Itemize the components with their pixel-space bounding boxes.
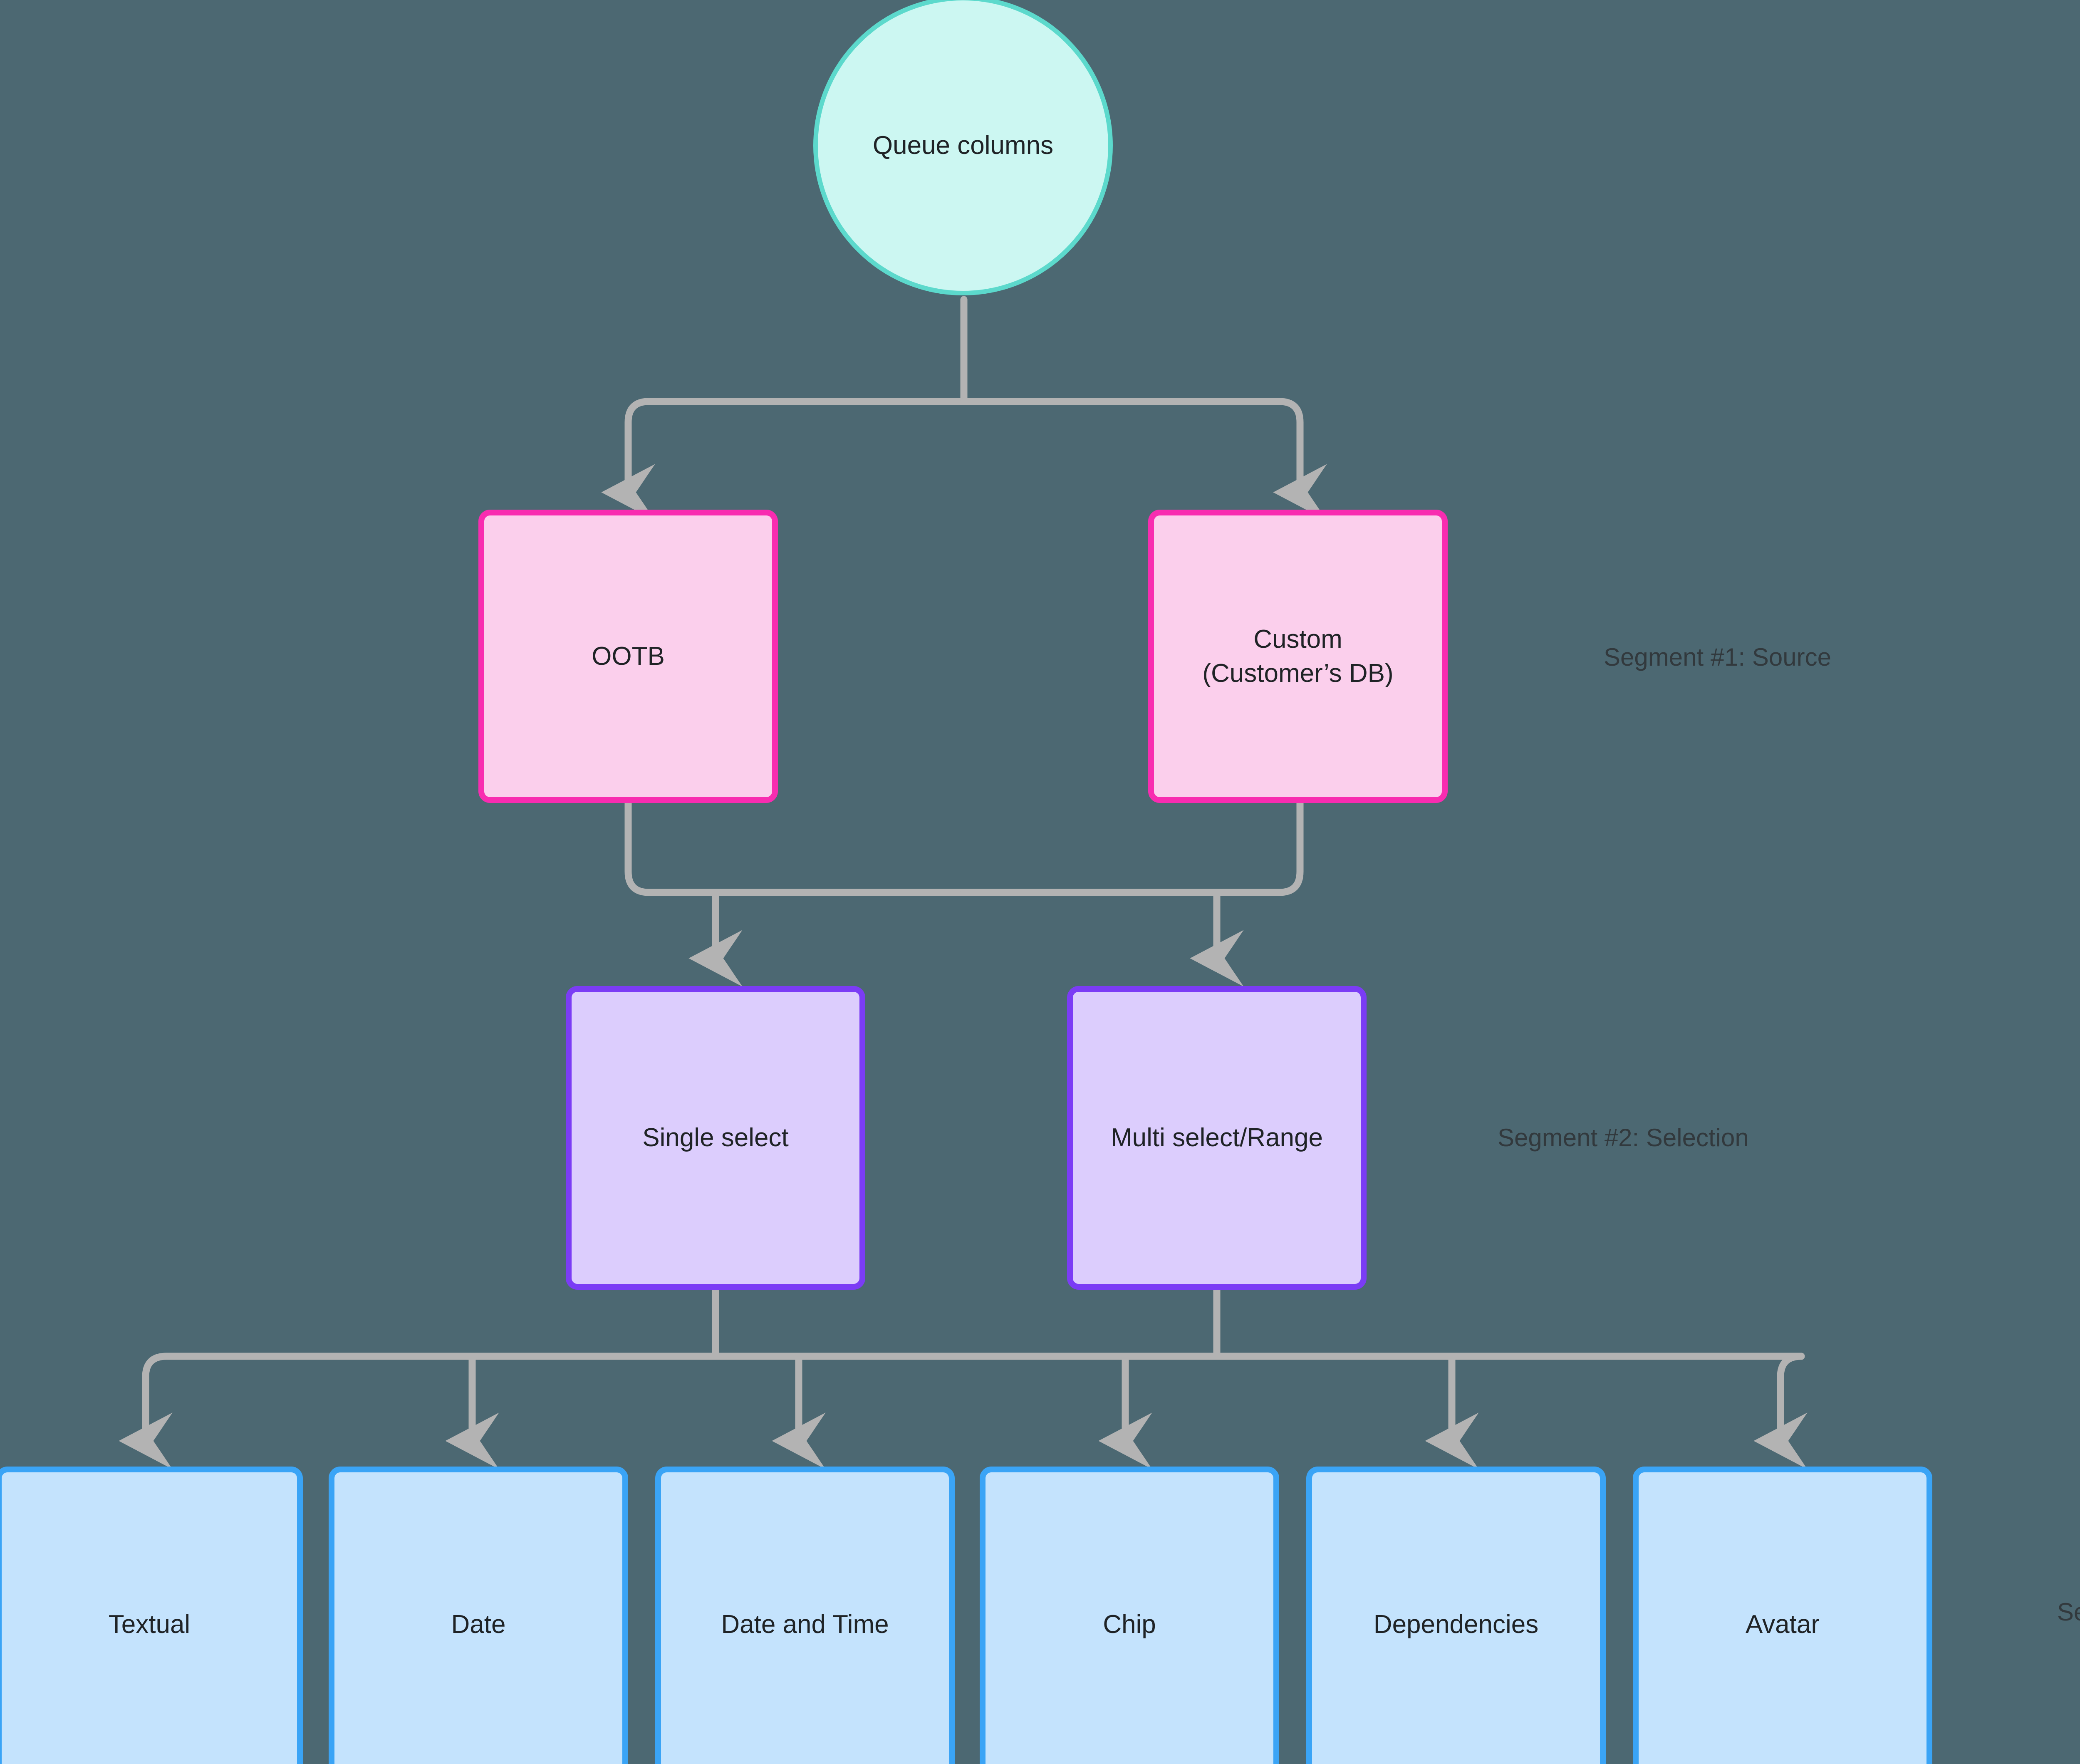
node-date-label: Date — [451, 1610, 506, 1639]
node-chip-label: Chip — [1103, 1610, 1156, 1639]
segment-label-1: Segment #1: Source — [1604, 643, 1832, 671]
node-date-and-time[interactable]: Date and Time — [655, 1467, 955, 1764]
edge-custom-to-bus2 — [960, 799, 1304, 896]
node-dependencies[interactable]: Dependencies — [1306, 1467, 1606, 1764]
node-multi-select-range[interactable]: Multi select/Range — [1067, 986, 1367, 1290]
node-chip[interactable]: Chip — [980, 1467, 1279, 1764]
node-queue-columns[interactable]: Queue columns — [813, 0, 1113, 295]
node-multi-select-range-label: Multi select/Range — [1110, 1123, 1323, 1152]
node-ootb[interactable]: OOTB — [478, 510, 778, 803]
node-textual-label: Textual — [108, 1610, 191, 1639]
edge-root-to-ootb — [601, 398, 968, 521]
node-ootb-label: OOTB — [592, 642, 665, 671]
edge-bus3-to-textual — [119, 1353, 173, 1469]
node-single-select-label: Single select — [642, 1123, 789, 1152]
edge-root-to-custom — [960, 398, 1327, 521]
node-avatar-label: Avatar — [1745, 1610, 1820, 1639]
node-date-and-time-label: Date and Time — [721, 1610, 889, 1639]
segment-label-2: Segment #2: Selection — [1498, 1124, 1749, 1152]
node-custom-customers-db-label: Custom (Customer’s DB) — [1202, 624, 1394, 688]
node-custom-customers-db[interactable]: Custom (Customer’s DB) — [1148, 510, 1448, 803]
node-avatar[interactable]: Avatar — [1633, 1467, 1932, 1764]
node-dependencies-label: Dependencies — [1373, 1610, 1539, 1639]
node-textual[interactable]: Textual — [0, 1467, 303, 1764]
node-queue-columns-label: Queue columns — [872, 131, 1054, 160]
edge-bus3-to-avatar — [1753, 1353, 1808, 1469]
edge-ootb-to-bus2 — [624, 799, 968, 896]
segment-label-3: Segment #3: Visualization — [2057, 1598, 2080, 1626]
node-single-select[interactable]: Single select — [566, 986, 865, 1290]
node-date[interactable]: Date — [329, 1467, 628, 1764]
